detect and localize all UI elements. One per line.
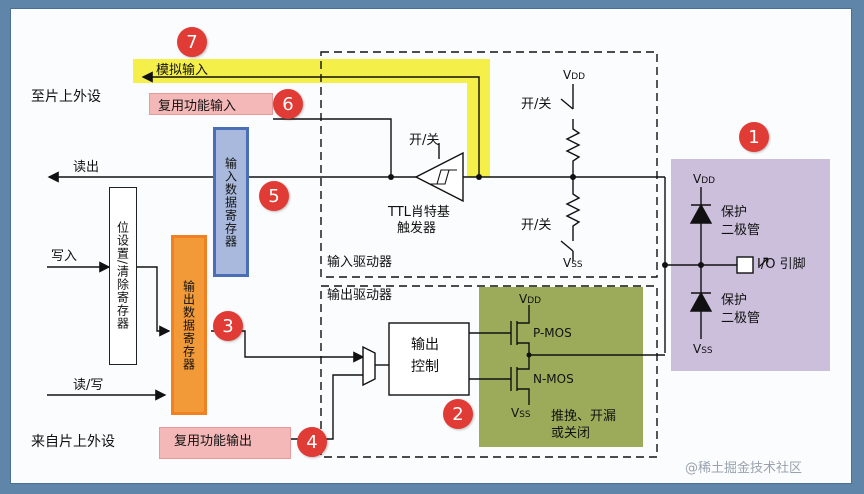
vdd-top-v: V (563, 68, 572, 82)
vdd-diode-label: VDD (693, 171, 715, 189)
output-control-label-2: 控制 (411, 359, 439, 375)
output-driver-box (320, 285, 658, 458)
output-control-box (388, 322, 470, 396)
diagram-canvas: 至片上外设 读出 写入 读/写 来自片上外设 模拟输入 复用功能输入 复用功能输… (10, 8, 852, 484)
bsrr-to-odr (137, 266, 171, 337)
vdd-fet-sub: DD (527, 296, 542, 306)
pullup-resistor (565, 119, 581, 177)
badge-7: 7 (177, 27, 207, 57)
input-driver-label: 输入驱动器 (327, 255, 393, 270)
ttl-label-2: 触发器 (397, 221, 437, 236)
vss-diode-v: V (693, 342, 702, 356)
protect-lower-2: 二极管 (721, 311, 761, 326)
badge-4: 4 (297, 427, 327, 457)
vdd-diode-v: V (693, 172, 702, 186)
analog-input-label: 模拟输入 (156, 63, 209, 78)
diode-lower (689, 291, 713, 312)
vss-diode-label: VSS (693, 341, 713, 359)
badge-5: 5 (259, 181, 289, 211)
input-driver-box (320, 51, 658, 278)
alt-input-box: 复用功能输入 (149, 93, 273, 115)
protect-upper-1: 保护 (721, 205, 748, 220)
alt-input-line (273, 118, 392, 177)
output-fet-area (479, 287, 643, 447)
mouse-cursor-icon: ↗ (757, 252, 771, 271)
onoff-pull-label: 开/关 (521, 218, 552, 233)
protect-lower-1: 保护 (721, 293, 748, 308)
alt-output-box: 复用功能输出 (159, 427, 291, 459)
bsrr-register: 位设置/清除寄存器 (109, 187, 137, 365)
vss-mid-sub: SS (571, 260, 583, 270)
pmos-symbol (510, 305, 530, 355)
vss-mid-v: V (563, 256, 572, 270)
write-label: 写入 (51, 249, 78, 264)
vdd-fet-v: V (519, 292, 528, 306)
vss-fet-label: VSS (511, 405, 531, 423)
onoff-top-label: 开/关 (409, 133, 440, 148)
odr-label: 输出数据寄存器 (181, 279, 196, 371)
to-peripheral-label: 至片上外设 (31, 89, 101, 105)
ttl-label-1: TTL肖特基 (388, 205, 450, 220)
io-pad (736, 256, 754, 274)
analog-input-highlight (133, 59, 490, 83)
idr-label: 输入数据寄存器 (223, 156, 238, 248)
vdd-fet-label: VDD (519, 291, 541, 309)
read-label: 读出 (73, 160, 100, 175)
diode-upper (689, 203, 713, 224)
vss-fet-sub: SS (519, 410, 531, 420)
output-mux (362, 345, 376, 387)
bsrr-label: 位设置/清除寄存器 (115, 221, 130, 331)
push-pull-label-2: 或关闭 (551, 426, 591, 441)
badge-1: 1 (739, 122, 769, 152)
read-write-label: 读/写 (73, 378, 104, 393)
vdd-top-sub: DD (571, 72, 586, 82)
alt-output-text: 复用功能输出 (174, 434, 253, 449)
vss-fet-v: V (511, 406, 520, 420)
nmos-label: N-MOS (533, 372, 574, 386)
protect-upper-2: 二极管 (721, 223, 761, 238)
vss-diode-sub: SS (701, 346, 713, 356)
badge-2: 2 (443, 399, 473, 429)
output-data-register: 输出数据寄存器 (171, 235, 207, 415)
io-pin-label: I/O 引脚 (757, 257, 806, 272)
vdd-diode-sub: DD (701, 176, 716, 186)
output-control-label-1: 输出 (411, 337, 439, 353)
pmos-label: P-MOS (533, 326, 572, 340)
pulldown-resistor (565, 177, 581, 241)
from-peripheral-label: 来自片上外设 (31, 434, 115, 450)
badge-3: 3 (213, 311, 243, 341)
input-data-register: 输入数据寄存器 (213, 127, 249, 277)
nmos-symbol (510, 355, 530, 405)
alt-input-text: 复用功能输入 (158, 98, 237, 114)
badge-6: 6 (273, 89, 303, 119)
output-driver-label: 输出驱动器 (327, 288, 393, 303)
vss-mid-label: VSS (563, 255, 583, 273)
wiring (47, 51, 754, 458)
onoff-mid-label: 开/关 (521, 97, 552, 112)
watermark: @稀土掘金技术社区 (685, 461, 803, 476)
push-pull-label-1: 推挽、开漏 (551, 409, 617, 424)
vdd-top-label: VDD (563, 67, 585, 85)
analog-input-line (141, 71, 480, 177)
